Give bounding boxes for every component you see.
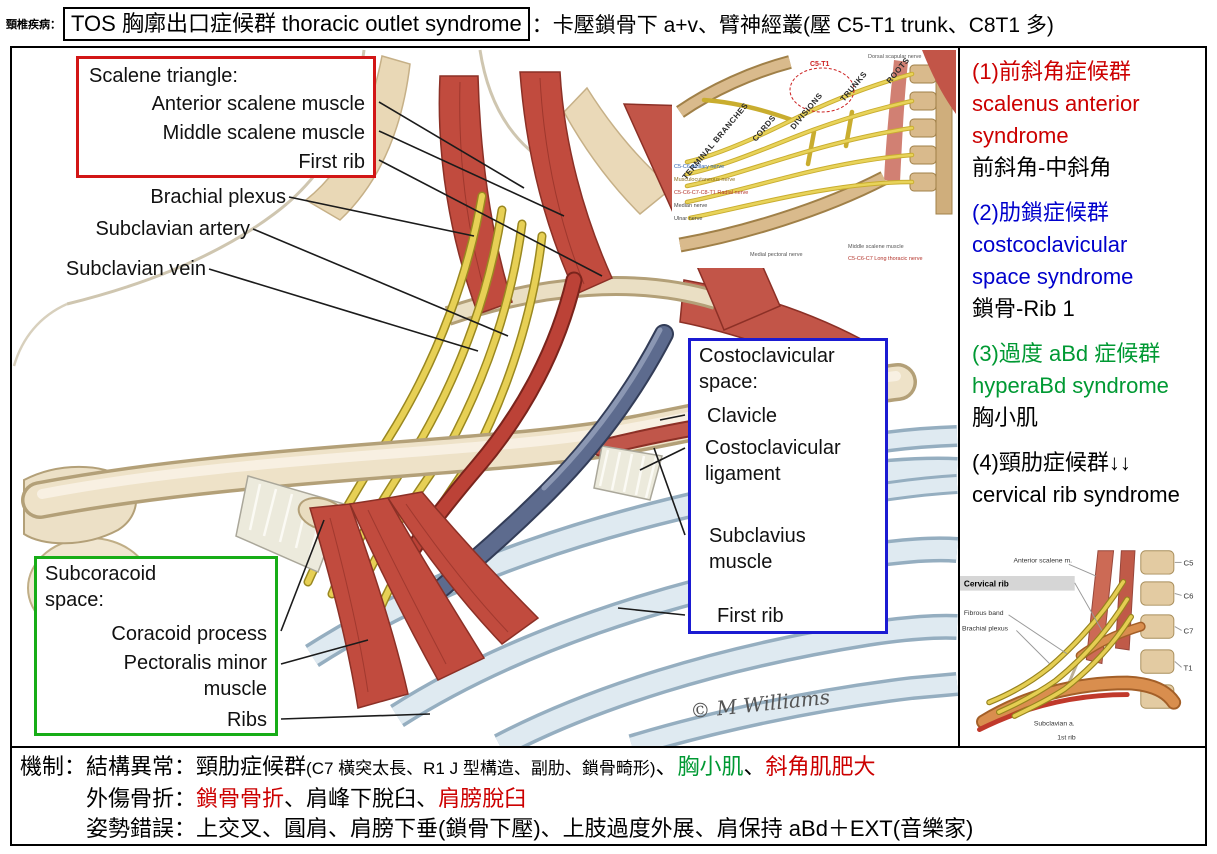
mechanism-label: 機制： bbox=[20, 754, 87, 779]
scalene-box-title: Scalene triangle: bbox=[89, 65, 238, 87]
content-row: Scalene triangle: Anterior scalene muscl… bbox=[12, 48, 1205, 748]
mechanism-line-1: 機制：結構異常：頸肋症候群(C7 橫突太長、R1 J 型構造、副肋、鎖骨畸形)、… bbox=[20, 752, 1199, 784]
dorsal-scapular-label: Dorsal scapular nerve bbox=[868, 54, 922, 60]
header-subtitle: ：卡壓鎖骨下 a+v、臂神經叢(壓 C5-T1 trunk、C8T1 多) bbox=[531, 14, 1054, 37]
syndrome-heading: (1)前斜角症候群 scalenus anterior syndrome bbox=[972, 59, 1140, 148]
anatomy-illustration: Scalene triangle: Anterior scalene muscl… bbox=[12, 48, 958, 746]
mechanism-head-2: 外傷骨折： bbox=[86, 786, 197, 811]
cervical-label-first-rib: 1st rib bbox=[1057, 734, 1076, 741]
plexus-label-ulnar: Ulnar nerve bbox=[674, 216, 702, 222]
cervical-label-anterior-scalene: Anterior scalene m. bbox=[1013, 557, 1072, 564]
vertebra-label-c5: C5 bbox=[1184, 558, 1194, 567]
label-first-rib-blue: First rib bbox=[717, 605, 784, 627]
scalene-triangle-box: Scalene triangle: Anterior scalene muscl… bbox=[76, 56, 376, 178]
syndrome-detail: 前斜角-中斜角 bbox=[972, 155, 1112, 180]
label-costoclavicular-ligament: Costoclavicular ligament bbox=[705, 437, 841, 485]
mechanism-segments-2: 鎖骨骨折、肩峰下脫臼、肩膀脫臼 bbox=[196, 786, 527, 811]
label-clavicle: Clavicle bbox=[707, 405, 778, 427]
label-brachial-plexus: Brachial plexus bbox=[150, 186, 286, 208]
anatomy-art bbox=[12, 49, 958, 746]
syndrome-item-3: (3)過度 aBd 症候群 hyperaBd syndrome 胸小肌 bbox=[972, 338, 1190, 434]
label-coracoid-process: Coracoid process bbox=[111, 623, 267, 645]
label-ribs: Ribs bbox=[226, 709, 267, 731]
subcoracoid-space-box: Subcoracoid space: Coracoid process Pect… bbox=[34, 556, 278, 736]
label-subclavian-vein: Subclavian vein bbox=[65, 258, 206, 280]
mechanism-line-3: 姿勢錯誤：上交叉、圓肩、肩膀下垂(鎖骨下壓)、上肢過度外展、肩保持 aBd＋EX… bbox=[20, 814, 1199, 844]
costoclavicular-space-box: Costoclavicular space: Clavicle Costocla… bbox=[688, 338, 888, 634]
syndrome-heading: (4)頸肋症候群↓↓ cervical rib syndrome bbox=[972, 450, 1180, 507]
cervical-rib-inset: Anterior scalene m. Cervical rib Fibrous… bbox=[960, 548, 1203, 744]
label-anterior-scalene: Anterior scalene muscle bbox=[151, 93, 365, 115]
mechanism-segments-3: 上交叉、圓肩、肩膀下垂(鎖骨下壓)、上肢過度外展、肩保持 aBd＋EXT(音樂家… bbox=[196, 816, 974, 841]
label-subclavius-muscle: Subclavius muscle bbox=[709, 525, 806, 573]
plexus-label-axillary: C5-C6 Axillary nerve bbox=[674, 164, 724, 170]
label-middle-scalene: Middle scalene muscle bbox=[162, 122, 365, 144]
mechanism-segments-1: 頸肋症候群(C7 橫突太長、R1 J 型構造、副肋、鎖骨畸形)、胸小肌、斜角肌肥… bbox=[196, 754, 876, 779]
label-pectoralis-minor: Pectoralis minor muscle bbox=[123, 652, 267, 700]
plexus-label-middle-scalene: Middle scalene muscle bbox=[848, 244, 904, 250]
cervical-rib-inset-svg: Anterior scalene m. Cervical rib Fibrous… bbox=[960, 548, 1203, 744]
cervical-label-brachial-plexus: Brachial plexus bbox=[962, 625, 1009, 632]
vertebra-label-t1: T1 bbox=[1184, 663, 1193, 672]
cervical-label-fibrous-band: Fibrous band bbox=[964, 610, 1004, 617]
plexus-label-median: Median nerve bbox=[674, 203, 707, 209]
plexus-label-long-thoracic: C5-C6-C7 Long thoracic nerve bbox=[848, 256, 923, 262]
syndrome-sidebar: (1)前斜角症候群 scalenus anterior syndrome 前斜角… bbox=[958, 48, 1205, 746]
mechanism-line-2: 外傷骨折：鎖骨骨折、肩峰下脫臼、肩膀脫臼 bbox=[20, 784, 1199, 814]
label-subclavian-artery: Subclavian artery bbox=[95, 218, 250, 240]
brachial-plexus-inset: C5-T1 Dorsal scapular nerve TERMINAL BRA… bbox=[672, 50, 956, 268]
cervical-label-subclavian-artery: Subclavian a. bbox=[1034, 721, 1075, 728]
cervical-label-cervical-rib: Cervical rib bbox=[964, 580, 1009, 589]
brachial-plexus-inset-svg: C5-T1 Dorsal scapular nerve TERMINAL BRA… bbox=[672, 50, 956, 268]
subcoracoid-box-title: Subcoracoid space: bbox=[45, 563, 157, 611]
syndrome-item-2: (2)肋鎖症候群 costcoclavicular space syndrome… bbox=[972, 197, 1190, 325]
plexus-root-label: C5-T1 bbox=[810, 61, 830, 68]
mechanism-panel: 機制：結構異常：頸肋症候群(C7 橫突太長、R1 J 型構造、副肋、鎖骨畸形)、… bbox=[12, 748, 1205, 844]
vertebra-label-c6: C6 bbox=[1184, 591, 1194, 600]
header: 頸椎疾病： TOS 胸廓出口症候群 thoracic outlet syndro… bbox=[6, 4, 1054, 44]
plexus-label-medial-pectoral: Medial pectoral nerve bbox=[750, 252, 803, 258]
label-first-rib: First rib bbox=[298, 151, 365, 173]
header-prefix: 頸椎疾病： bbox=[6, 19, 61, 31]
page-title: TOS 胸廓出口症候群 thoracic outlet syndrome bbox=[63, 7, 530, 41]
vertebra-label-c7: C7 bbox=[1184, 626, 1194, 635]
plexus-label-radial: C5-C6-C7-C8-T1 Radial nerve bbox=[674, 190, 748, 196]
mechanism-head-1: 結構異常： bbox=[86, 754, 197, 779]
main-frame: Scalene triangle: Anterior scalene muscl… bbox=[10, 46, 1207, 846]
syndrome-item-4: (4)頸肋症候群↓↓ cervical rib syndrome bbox=[972, 447, 1190, 511]
syndrome-detail: 胸小肌 bbox=[972, 405, 1039, 430]
mechanism-head-3: 姿勢錯誤： bbox=[86, 816, 197, 841]
syndrome-heading: (2)肋鎖症候群 costcoclavicular space syndrome bbox=[972, 200, 1134, 289]
syndrome-detail: 鎖骨-Rib 1 bbox=[972, 296, 1075, 321]
syndrome-item-1: (1)前斜角症候群 scalenus anterior syndrome 前斜角… bbox=[972, 56, 1190, 184]
syndrome-heading: (3)過度 aBd 症候群 hyperaBd syndrome bbox=[972, 341, 1169, 398]
costoclavicular-box-title: Costoclavicular space: bbox=[699, 345, 835, 393]
plexus-label-musculocutaneous: Musculocutaneous nerve bbox=[674, 177, 735, 183]
